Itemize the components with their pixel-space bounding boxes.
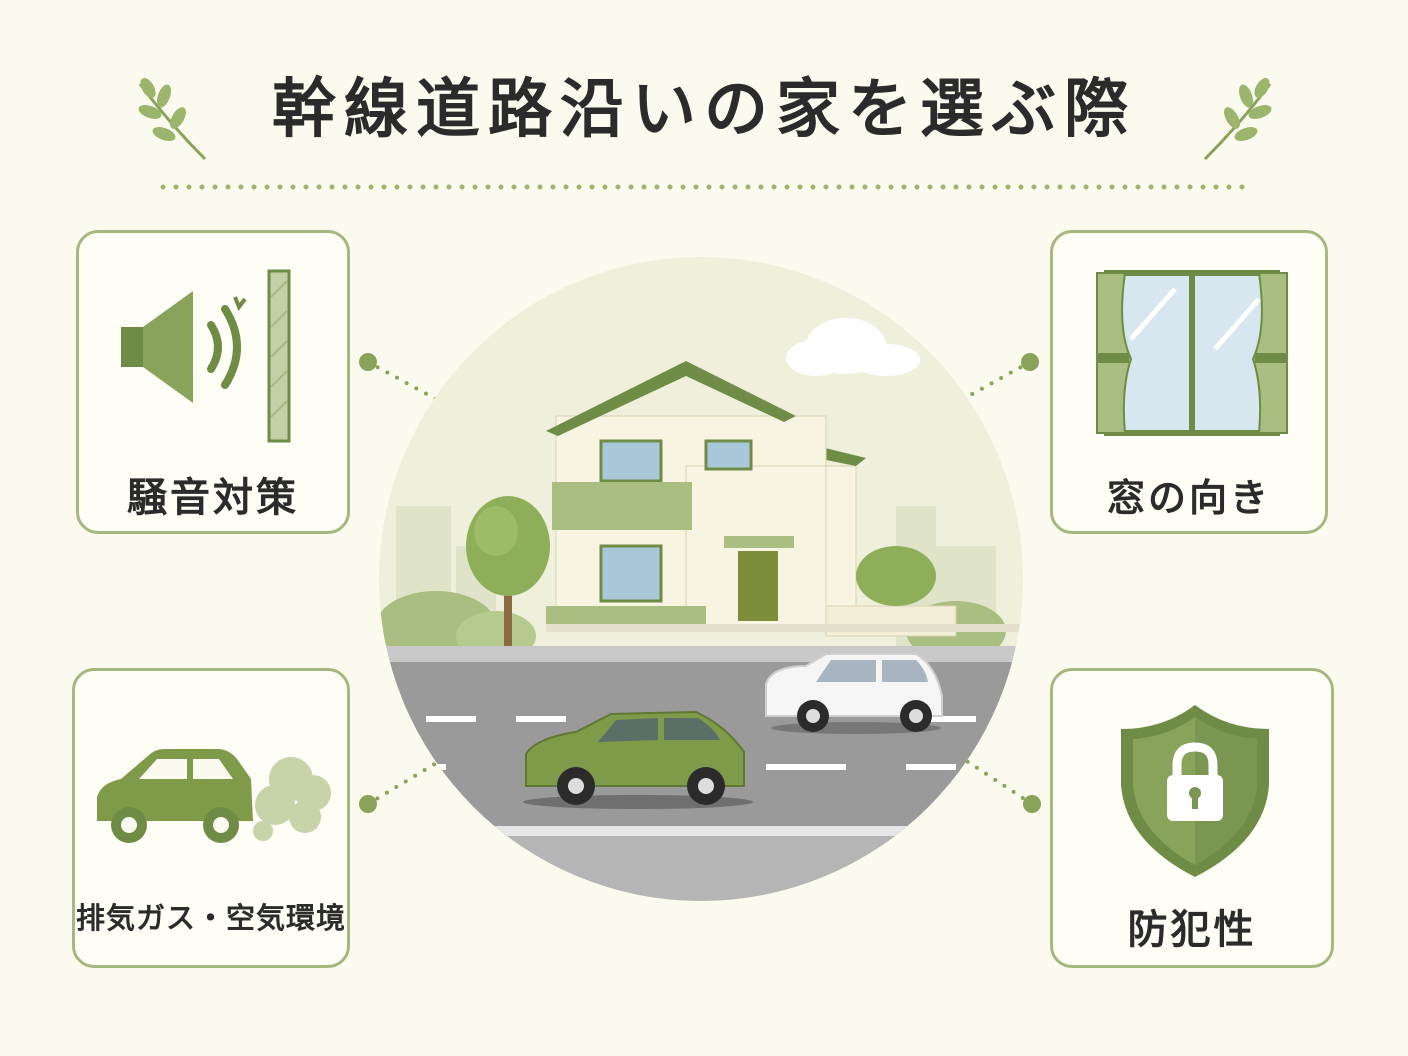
house-road-scene [379,257,1023,901]
card-security-label: 防犯性 [1127,907,1257,953]
house-icon [546,361,1023,637]
green-car-icon [523,710,753,809]
white-car-icon [765,653,943,734]
card-exhaust: 排気ガス・空気環境 [72,668,350,968]
connector-dot-window [1021,353,1039,371]
shield-lock-icon [1121,705,1269,877]
card-window: 窓の向き [1050,230,1328,534]
card-noise: 騒音対策 [76,230,350,534]
tree-icon [466,496,550,646]
connector-dot-noise [359,353,377,371]
car-exhaust-icon [97,749,331,843]
window-curtain-icon [1096,270,1288,436]
card-exhaust-label: 排気ガス・空気環境 [75,901,346,935]
card-window-label: 窓の向き [1106,476,1271,520]
page-title: 幹線道路沿いの家を選ぶ際 [272,73,1136,147]
connector-dot-security [1023,795,1041,813]
right-leaf-sprig-icon [1203,78,1272,161]
card-security: 防犯性 [1050,668,1334,968]
dotted-divider [160,184,1248,190]
left-leaf-sprig-icon [138,78,207,161]
cloud-icon [786,318,920,376]
speaker-wall-icon [121,269,291,443]
connector-dot-exhaust [359,795,377,813]
card-noise-label: 騒音対策 [127,475,299,521]
